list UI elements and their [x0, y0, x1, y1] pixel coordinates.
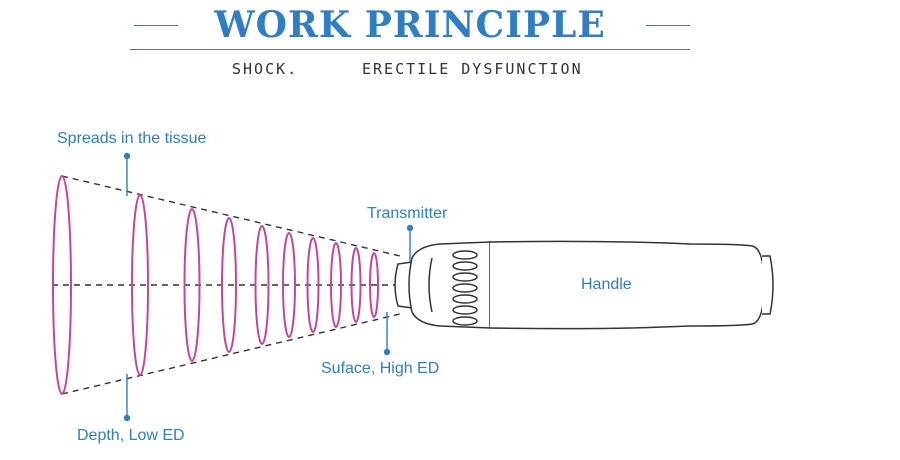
handle-end-cap — [762, 255, 774, 315]
grip-ridge — [452, 305, 478, 315]
handle-head — [408, 241, 491, 329]
handle-label: Handle — [581, 276, 632, 293]
wave-rings — [52, 175, 379, 395]
transmitter-tip — [394, 261, 413, 309]
grip-ridge — [452, 261, 478, 271]
title-left-rule — [134, 25, 178, 26]
page-title: WORK PRINCIPLE — [214, 4, 606, 46]
wave-ring — [350, 247, 362, 323]
spreads-pointer-dot — [123, 152, 131, 160]
callout-lines — [123, 152, 414, 422]
title-right-rule — [646, 25, 690, 26]
transmitter-label: Transmitter — [367, 205, 448, 222]
wave-ring — [330, 242, 342, 328]
wave-ring — [131, 194, 149, 376]
cone-top-edge — [61, 175, 401, 257]
grip-ridge — [452, 272, 478, 282]
subtitle-right: ERECTILE DYSFUNCTION — [362, 60, 583, 78]
wave-ring — [282, 232, 296, 338]
transmitter-pointer-dot — [406, 224, 414, 232]
subtitle-left: SHOCK. — [232, 60, 299, 78]
surface-label: Suface, High ED — [321, 360, 440, 377]
wave-ring — [221, 217, 237, 353]
grip-ridges — [452, 250, 478, 326]
spreads-label: Spreads in the tissue — [57, 130, 207, 147]
wave-ring — [254, 225, 270, 345]
grip-ridge — [452, 294, 478, 304]
surface-pointer-dot — [383, 348, 391, 356]
grip-ridge — [452, 316, 478, 326]
handpiece — [394, 240, 774, 330]
handle-inner-line — [428, 257, 433, 313]
depth-pointer-dot — [123, 414, 131, 422]
wave-ring — [369, 252, 379, 318]
title-underline — [130, 49, 690, 50]
wave-ring — [306, 237, 320, 333]
grip-ridge — [452, 283, 478, 293]
wave-ring — [183, 208, 201, 362]
wave-ring — [52, 175, 72, 395]
grip-ridge — [452, 250, 478, 260]
cone-bottom-edge — [61, 313, 401, 395]
depth-label: Depth, Low ED — [77, 427, 185, 444]
